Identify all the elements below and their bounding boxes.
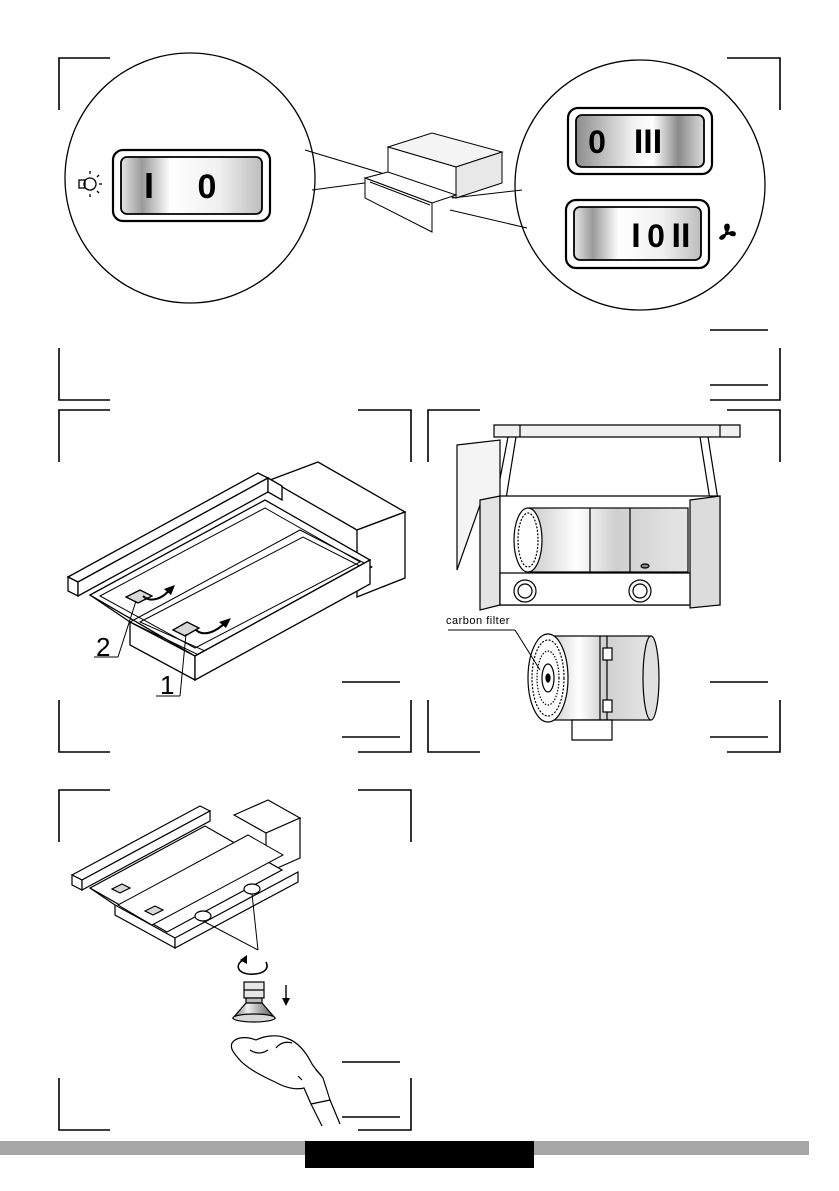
light-switch-on-symbol: I — [144, 165, 154, 206]
gloved-hand-icon — [231, 1036, 340, 1126]
rotate-icon — [238, 960, 267, 974]
callout-number-2: 2 — [96, 632, 110, 662]
hood-large — [68, 462, 405, 680]
light-switch-off-symbol: 0 — [198, 168, 217, 206]
light-switch — [113, 150, 270, 221]
hood-underside — [72, 800, 300, 948]
speed-switch-bottom-speed2-symbol: II — [672, 217, 691, 255]
carbon-filter-detail — [528, 634, 659, 740]
panel-lamp-replacement — [59, 790, 411, 1130]
corner-marks — [59, 790, 411, 1130]
panel-carbon-filter — [428, 410, 780, 752]
magnifier-right — [515, 60, 765, 310]
footer-black-block — [305, 1141, 534, 1168]
bulb-icon — [233, 982, 275, 1022]
speed-switch-top-speed-symbol: III — [634, 123, 662, 161]
callout-number-1: 1 — [160, 670, 174, 700]
speed-switch-top-off-symbol: 0 — [588, 124, 606, 160]
light-bulb-icon — [79, 171, 102, 197]
panel-grease-filter — [59, 410, 411, 752]
speed-switch-bottom-off-symbol: 0 — [647, 218, 665, 254]
carbon-filter-label: carbon filter — [446, 615, 510, 627]
hood-open-view — [457, 425, 740, 610]
fan-icon — [719, 224, 736, 240]
speed-switch-bottom-speed1-symbol: I — [631, 217, 640, 255]
